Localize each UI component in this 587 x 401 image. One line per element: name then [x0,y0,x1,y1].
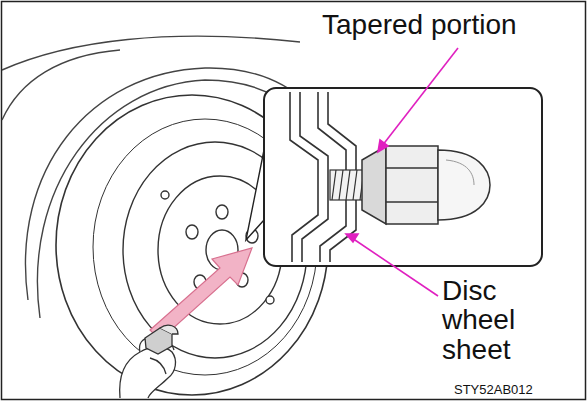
lug-nut-part [438,150,490,220]
lug-nut-part [386,146,438,224]
stud-thread-part [353,170,357,200]
hand-with-nut-part [120,347,176,398]
leader-lines-part [346,234,358,242]
stud-thread-part [332,170,336,200]
stud-thread-part [346,170,350,200]
leader-lines [346,48,458,296]
hand-with-nut [120,325,178,398]
figure-code: STY52AB012 [454,383,533,397]
lug-nut-part [386,201,438,203]
inset-box [264,88,542,266]
car-fender-part [2,36,300,70]
part-label: Disc wheel sheet [442,276,542,364]
inset-box-part [264,88,542,266]
hand-with-nut-part [150,358,166,374]
stud-thread-part [339,170,343,200]
pink-arrow-part [150,248,252,340]
lug-nut-part [386,167,438,169]
leader-lines-part [378,140,388,152]
disc-wheel-part [161,191,169,199]
lug-nut [362,146,490,224]
disc-wheel-part [266,296,274,304]
lug-nut-part [446,160,474,185]
disc-wheel-part [186,225,198,239]
car-fender-part [2,50,120,120]
callout-wedge-part [246,150,264,240]
disc-wheel-sheet-section-part [300,92,328,262]
disc-wheel-part [216,205,228,219]
pink-arrow [150,248,252,340]
callout-wedge [246,150,264,240]
leader-lines-part [382,48,458,146]
hand-with-nut-part [160,325,178,334]
part-label: Tapered portion [322,10,517,39]
lug-nut-part [362,146,386,224]
leader-lines-part [352,238,438,296]
